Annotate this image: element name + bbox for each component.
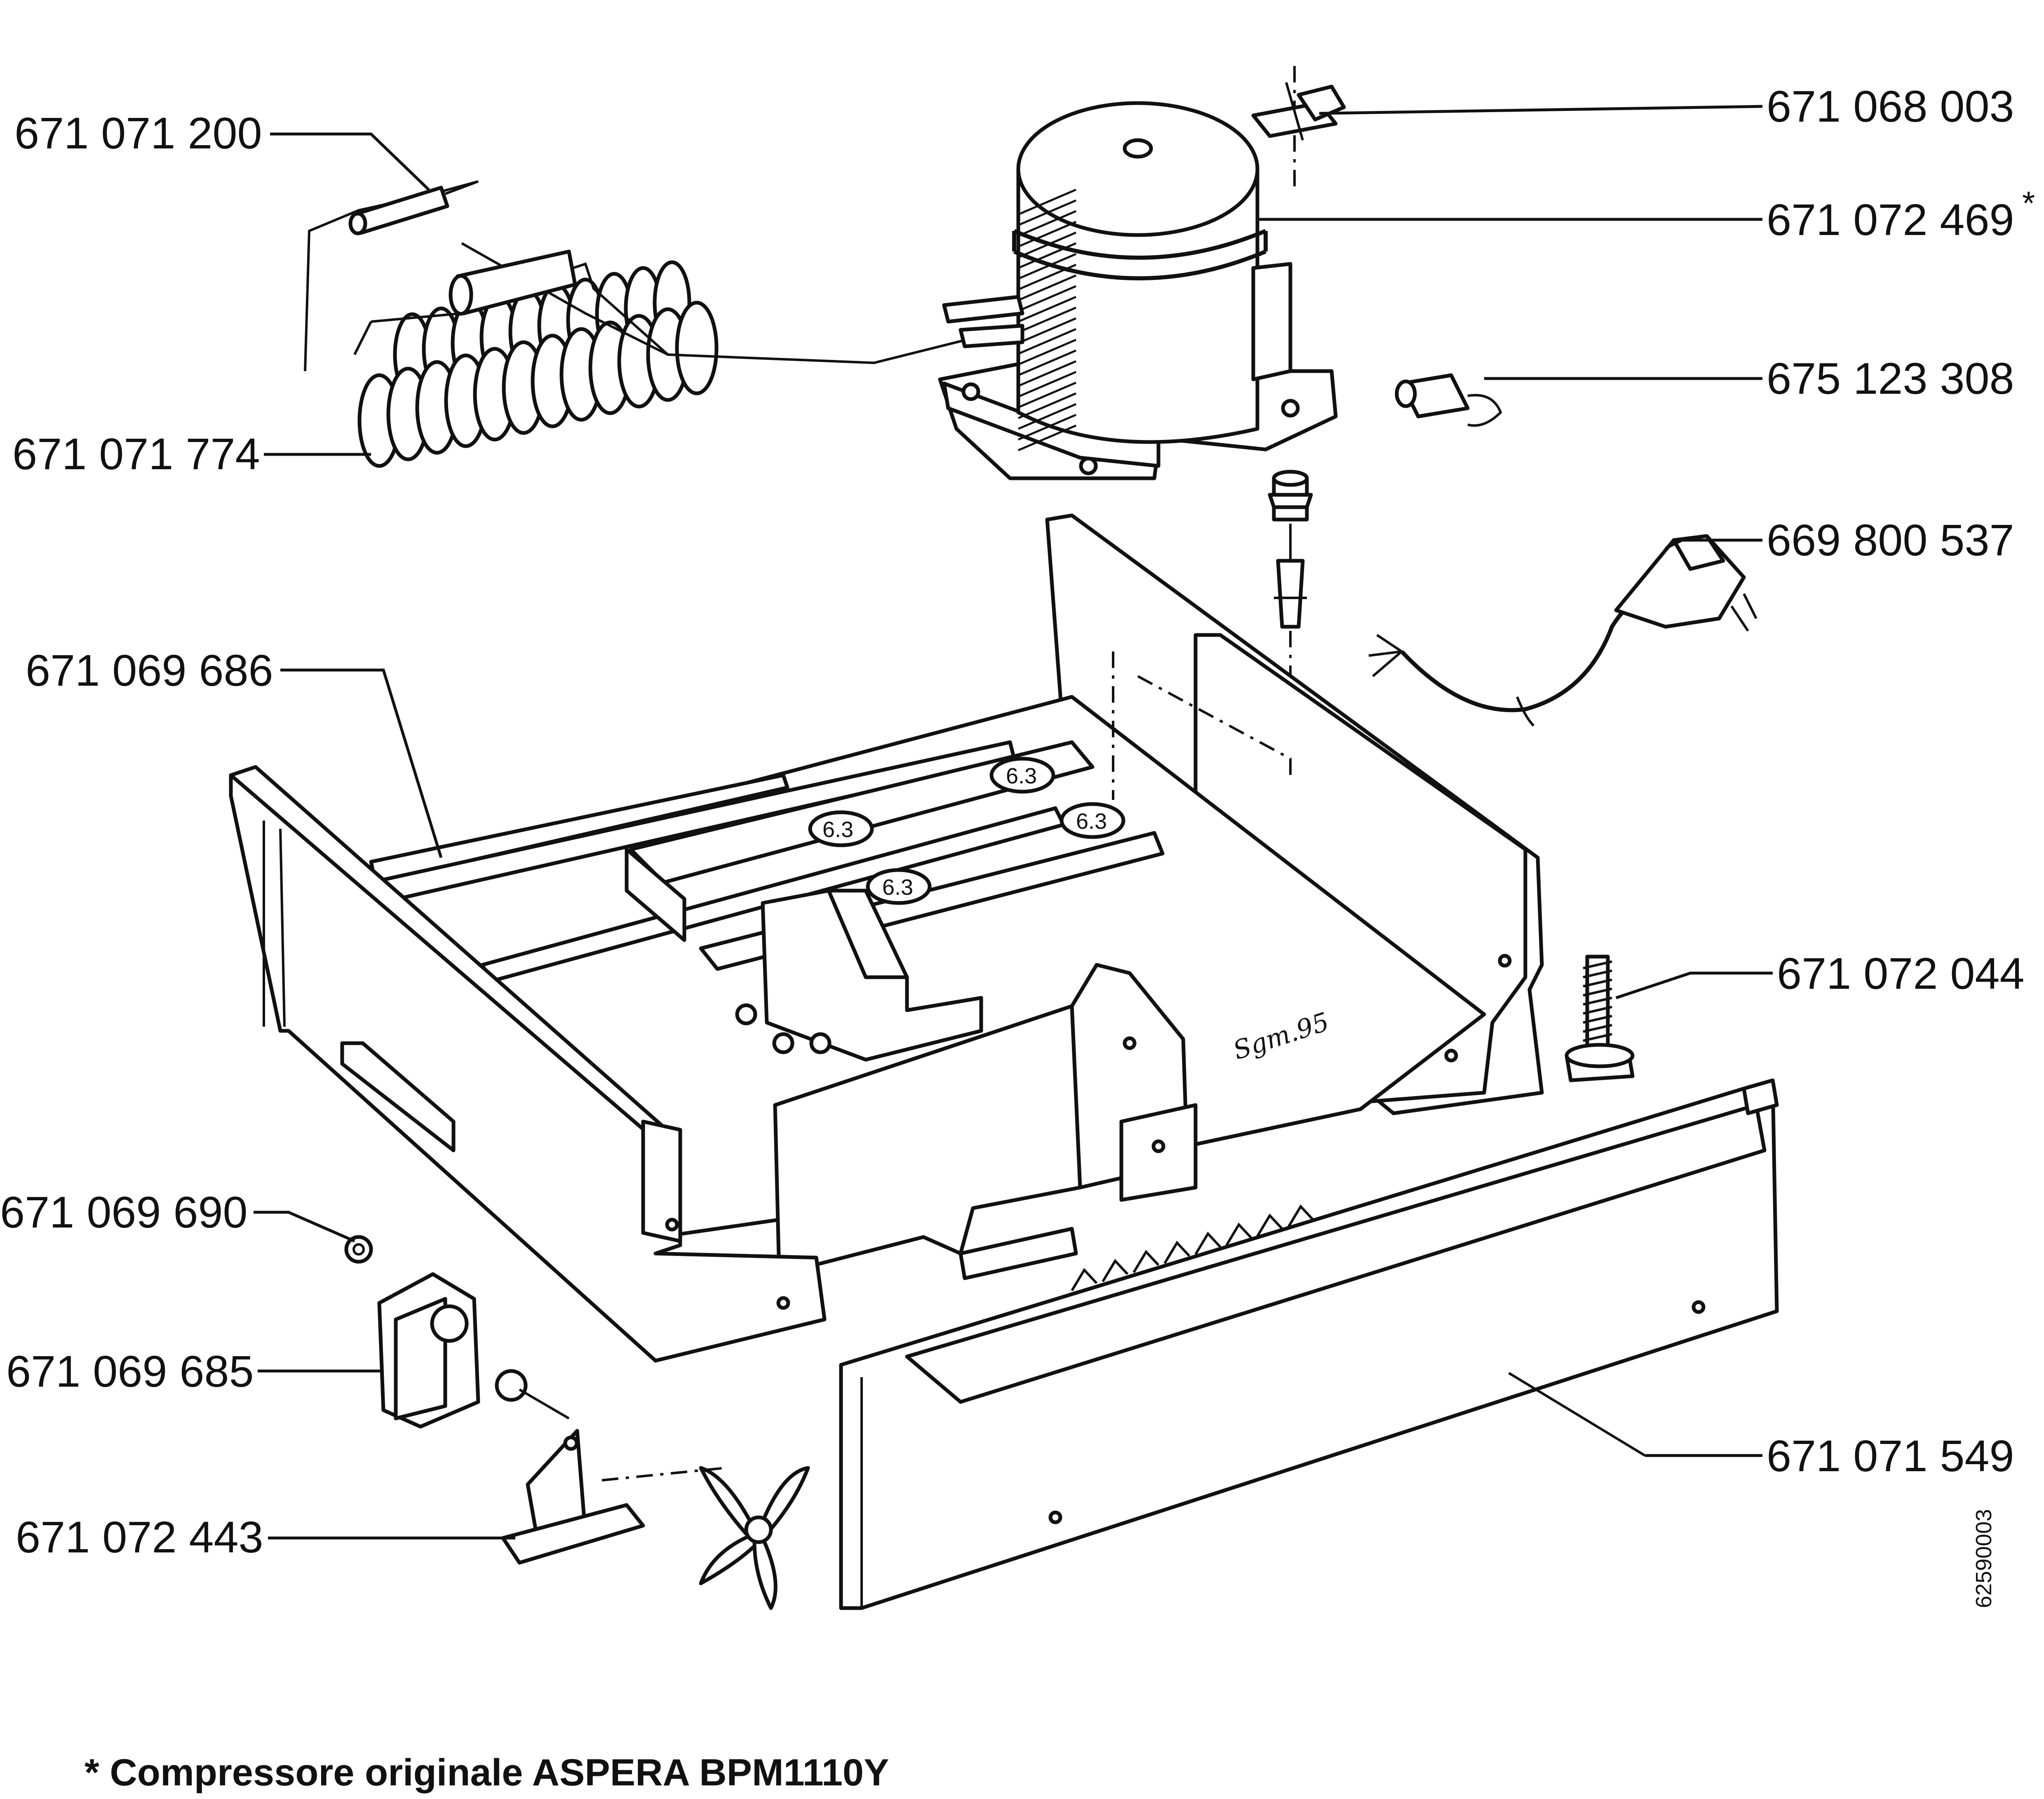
part-labels: 671 071 200 671 071 774 671 069 686 671 …: [0, 81, 2035, 1562]
condenser-tubes: [353, 242, 1006, 365]
label-fan-motor: 671 069 685: [6, 1346, 254, 1396]
condenser-coil-illustration: [357, 260, 719, 468]
label-compressor: 671 072 469: [1767, 195, 2014, 245]
drawing-reference-code: 62590003: [1971, 1509, 1996, 1608]
label-compressor-mark: *: [2022, 185, 2035, 221]
label-power-cord: 669 800 537: [1767, 515, 2014, 565]
leveling-foot-illustration: [1565, 955, 1635, 1082]
label-compressor-clip: 671 068 003: [1767, 81, 2014, 131]
compressor-mount-illustration: [1268, 470, 1313, 767]
label-drier: 671 071 200: [14, 108, 262, 158]
label-fan-nut: 671 069 690: [0, 1187, 248, 1237]
svg-text:6.3: 6.3: [822, 817, 853, 842]
motor-bracket-illustration: [501, 1429, 726, 1565]
compressor-illustration: [938, 101, 1338, 480]
power-cord-illustration: [1368, 534, 1757, 727]
relay-illustration: [1395, 373, 1502, 427]
tray-code-mark: 6.3: [808, 810, 874, 847]
svg-text:6.3: 6.3: [1076, 809, 1107, 834]
label-front-panel: 671 071 549: [1767, 1431, 2014, 1481]
coil-loop: [675, 301, 719, 395]
front-panel-illustration: [839, 1078, 1779, 1610]
label-condenser: 671 071 774: [12, 429, 260, 479]
tray-code-mark: 6.3: [1060, 802, 1125, 839]
label-relay: 675 123 308: [1767, 353, 2014, 403]
fan-motor-illustration: [377, 1272, 570, 1429]
svg-text:6.3: 6.3: [882, 875, 913, 900]
tray-code-mark: 6.3: [866, 868, 932, 905]
fan-blade-illustration: [699, 1466, 810, 1610]
drier-illustration: [304, 180, 479, 372]
leader-lines: [254, 105, 1773, 1540]
label-base-tray: 671 069 686: [26, 645, 273, 695]
compressor-clip-illustration: [1251, 66, 1346, 194]
label-motor-bracket: 671 072 443: [16, 1512, 263, 1562]
svg-text:6.3: 6.3: [1006, 764, 1037, 788]
fan-nut-illustration: [344, 1235, 373, 1264]
tray-code-mark: 6.3: [989, 757, 1055, 794]
base-tray-illustration: 6.3 6.3 6.3 6.3 Sgm.95: [229, 513, 1544, 1363]
footnote: * Compressore originale ASPERA BPM1110Y: [85, 1752, 889, 1794]
label-leveling-foot: 671 072 044: [1777, 948, 2025, 998]
